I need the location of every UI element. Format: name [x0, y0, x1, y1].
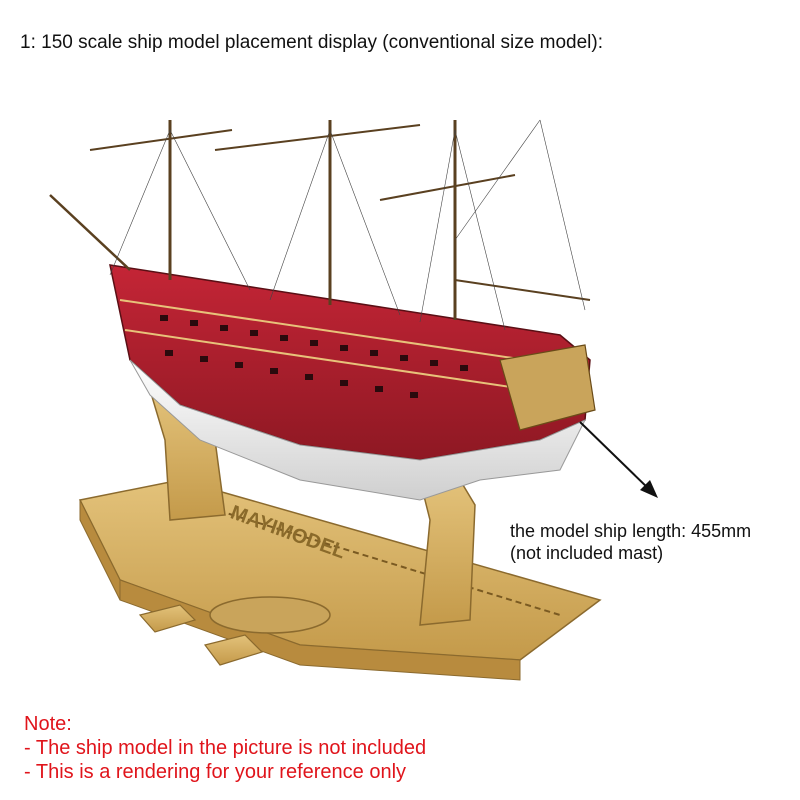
loose-stand-clips — [138, 604, 264, 666]
note-heading: Note: — [24, 713, 72, 735]
page-title: 1: 150 scale ship model placement displa… — [20, 32, 603, 53]
note-line-not-included: - The ship model in the picture is not i… — [24, 737, 427, 759]
model-length-annotation: the model ship length: 455mm (not includ… — [510, 520, 751, 564]
ship-on-stand-illustration: MAYIMODEL — [49, 119, 658, 681]
model-length-text: the model ship length: 455mm — [510, 521, 752, 541]
stand-uprights — [148, 389, 476, 626]
mast-exclusion-text: (not included mast) — [510, 543, 664, 563]
note-block: Note: - The ship model in the picture is… — [24, 712, 426, 784]
note-line-rendering: - This is a rendering for your reference… — [24, 761, 407, 783]
length-arrow — [579, 421, 658, 498]
display-base: MAYIMODEL — [78, 479, 602, 681]
ship-hull — [109, 264, 596, 501]
masts-and-rigging — [49, 119, 591, 331]
